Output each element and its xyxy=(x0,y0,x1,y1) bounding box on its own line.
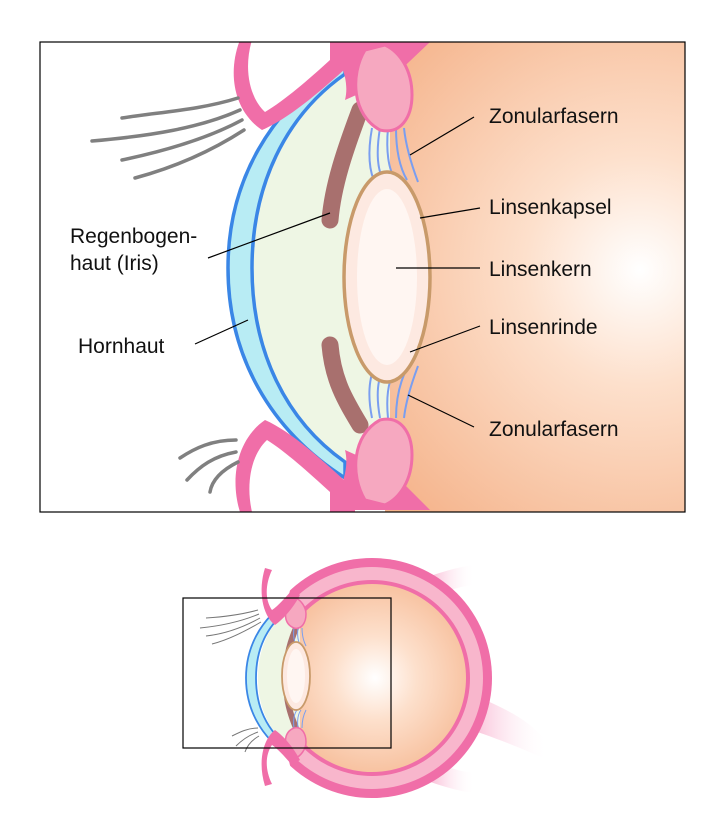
overview-frame xyxy=(182,597,392,749)
overview-vitreous xyxy=(278,584,466,772)
detail-frame xyxy=(39,41,686,513)
ciliary-body-upper xyxy=(354,43,414,133)
eyelashes-lower xyxy=(178,438,240,494)
label-iris-line2: haut (Iris) xyxy=(70,252,159,275)
upper-eyelid-inner xyxy=(248,42,330,112)
leader-zonula-bottom xyxy=(407,394,475,428)
overview-eye xyxy=(199,555,548,800)
label-linsenkern: Linsenkern xyxy=(489,258,592,281)
label-zonularfasern-bottom: Zonularfasern xyxy=(489,418,619,441)
overview-lens-nucleus xyxy=(287,649,305,703)
lens-nucleus xyxy=(357,189,417,365)
label-zonularfasern-top: Zonularfasern xyxy=(489,105,619,128)
label-hornhaut: Hornhaut xyxy=(78,335,165,358)
anterior-chamber xyxy=(250,65,390,470)
detail-view xyxy=(90,42,685,512)
leader-rinde xyxy=(409,325,481,353)
leader-hornhaut xyxy=(194,319,249,345)
vitreous-body xyxy=(385,42,685,512)
leader-iris xyxy=(207,212,331,259)
label-linsenkapsel: Linsenkapsel xyxy=(489,196,612,219)
overview-eyelashes xyxy=(199,609,262,753)
ciliary-body-lower xyxy=(354,417,414,507)
iris-lower xyxy=(321,336,369,434)
iris-upper xyxy=(321,101,369,229)
eyelashes-upper xyxy=(90,96,246,180)
label-linsenrinde: Linsenrinde xyxy=(489,316,598,339)
overview-upper-eyelid xyxy=(261,568,300,625)
overview-lower-eyelid xyxy=(261,730,300,786)
leader-zonula-top xyxy=(409,116,475,156)
overview-zonules xyxy=(293,627,307,729)
lower-eyelid-inner xyxy=(249,440,330,512)
label-iris-line1: Regenbogen- xyxy=(70,225,197,248)
leader-kapsel xyxy=(419,207,481,219)
